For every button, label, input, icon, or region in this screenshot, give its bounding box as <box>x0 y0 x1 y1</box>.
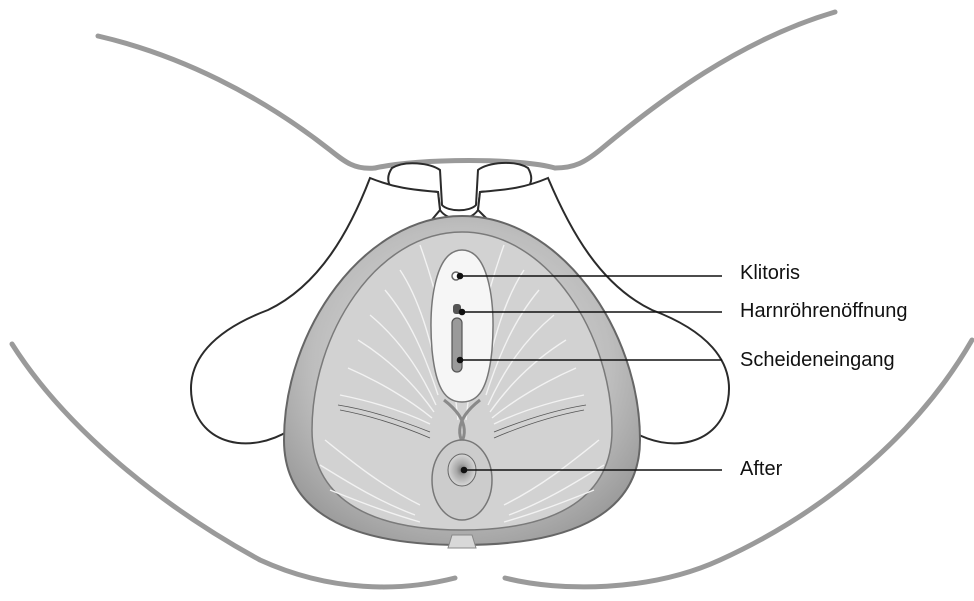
coccyx-tip <box>448 535 476 548</box>
label-anus: After <box>740 458 782 480</box>
right-thigh-contour <box>555 12 835 168</box>
label-clitoris: Klitoris <box>740 262 800 284</box>
vaginal-opening-marker <box>452 318 462 372</box>
left-thigh-contour <box>98 36 375 168</box>
label-urethral-opening: Harnröhrenöffnung <box>740 300 908 322</box>
label-vaginal-opening: Scheideneingang <box>740 349 895 371</box>
